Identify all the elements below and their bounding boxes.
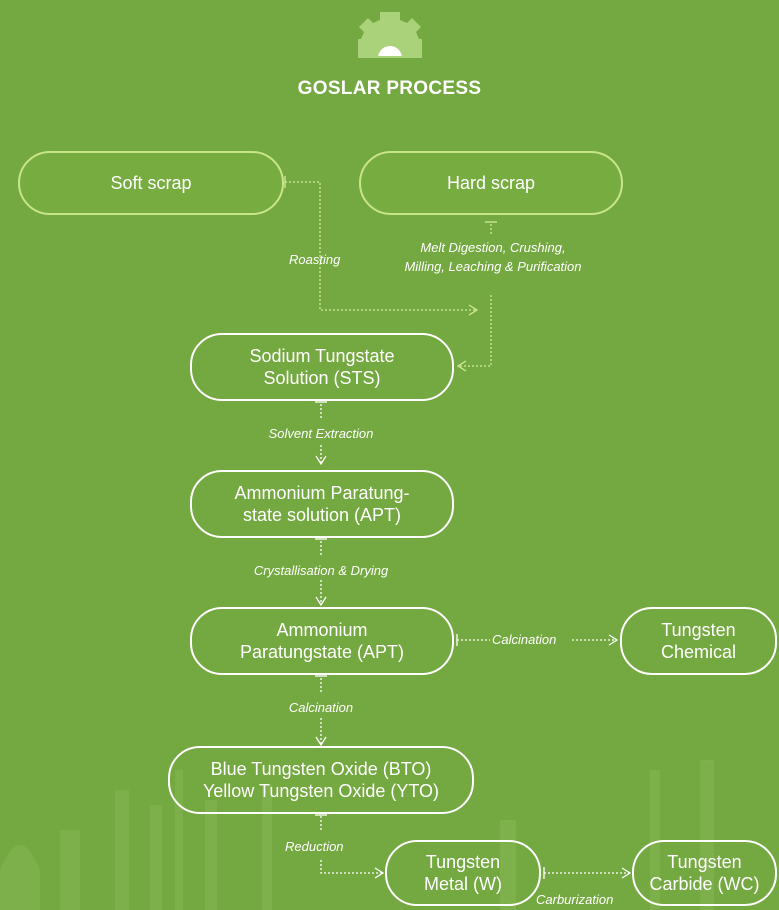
gear-icon xyxy=(358,12,422,58)
step-solvent-extraction: Solvent Extraction xyxy=(268,426,374,441)
node-apt-line1: Ammonium xyxy=(276,620,368,640)
diagram-title: GOSLAR PROCESS xyxy=(297,78,482,99)
node-apt-solution-line1: Ammonium Paratung- xyxy=(234,483,410,503)
node-apt: Ammonium Paratungstate (APT) xyxy=(190,607,454,675)
step-melt-digestion-line1: Melt Digestion, Crushing, xyxy=(420,240,566,255)
node-tungsten-chemical: Tungsten Chemical xyxy=(620,607,777,675)
step-melt-digestion-line2: Milling, Leaching & Purification xyxy=(404,259,582,274)
step-calcination-down: Calcination xyxy=(288,700,354,715)
node-apt-solution: Ammonium Paratung- state solution (APT) xyxy=(190,470,454,538)
node-apt-line2: Paratungstate (APT) xyxy=(239,642,405,662)
node-sts-line1: Sodium Tungstate xyxy=(249,346,395,366)
node-tungsten-chemical-line2: Chemical xyxy=(660,642,737,662)
node-oxides-line1: Blue Tungsten Oxide (BTO) xyxy=(210,759,432,779)
step-melt-digestion: Melt Digestion, Crushing, Milling, Leach… xyxy=(378,238,608,276)
step-carburization: Carburization xyxy=(536,892,614,907)
node-tungsten-metal: Tungsten Metal (W) xyxy=(385,840,541,906)
node-hard-scrap-label: Hard scrap xyxy=(446,173,536,193)
node-tungsten-metal-line1: Tungsten xyxy=(425,852,501,872)
node-sts-line2: Solution (STS) xyxy=(263,368,381,388)
node-tungsten-carbide: Tungsten Carbide (WC) xyxy=(632,840,777,906)
node-sts: Sodium Tungstate Solution (STS) xyxy=(190,333,454,401)
node-oxides-line2: Yellow Tungsten Oxide (YTO) xyxy=(202,781,440,801)
step-calcination-right: Calcination xyxy=(492,632,557,647)
step-reduction: Reduction xyxy=(285,839,344,854)
step-roasting: Roasting xyxy=(289,252,341,267)
step-crystallisation: Crystallisation & Drying xyxy=(253,563,389,578)
node-tungsten-chemical-line1: Tungsten xyxy=(661,620,736,640)
node-soft-scrap-label: Soft scrap xyxy=(110,173,192,193)
node-apt-solution-line2: state solution (APT) xyxy=(242,505,402,525)
node-soft-scrap: Soft scrap xyxy=(18,151,284,215)
node-tungsten-carbide-line1: Tungsten xyxy=(667,852,742,872)
node-oxides: Blue Tungsten Oxide (BTO) Yellow Tungste… xyxy=(168,746,474,814)
node-hard-scrap: Hard scrap xyxy=(359,151,623,215)
node-tungsten-metal-line2: Metal (W) xyxy=(424,874,502,894)
node-tungsten-carbide-line2: Carbide (WC) xyxy=(649,874,760,894)
